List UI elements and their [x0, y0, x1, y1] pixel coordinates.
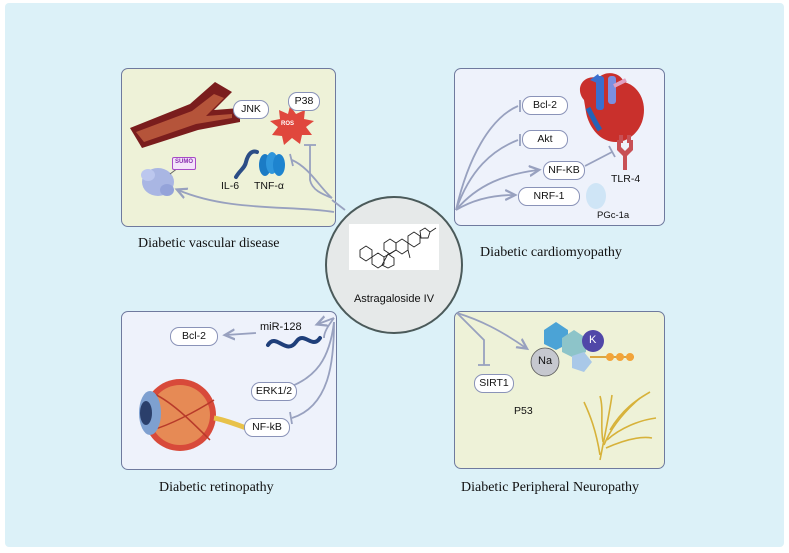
akt-pill: Akt — [522, 130, 568, 149]
potassium-ion-icon — [582, 330, 604, 352]
ros-label: ROS — [281, 121, 295, 127]
pgc1a-blob-icon — [586, 183, 606, 209]
protein-blob-icon — [141, 168, 174, 196]
sodium-ion-icon — [530, 347, 560, 377]
neuro-arrows — [456, 312, 526, 366]
ros-burst-icon — [270, 106, 314, 145]
sumo-tag — [172, 157, 196, 170]
p38-pill: P38 — [288, 92, 320, 111]
heart-icon — [579, 73, 644, 142]
vascular-arrow-sumo — [178, 190, 335, 213]
p53-label: P53 — [514, 405, 533, 417]
chemical-structure-icon — [359, 227, 437, 269]
inhibit-tnf-line — [291, 159, 333, 199]
k-label: K — [589, 334, 597, 346]
cardio-caption: Diabetic cardiomyopathy — [480, 245, 622, 260]
tlr4-label: TLR-4 — [611, 173, 641, 185]
blood-vessel-icon — [130, 82, 240, 148]
nrf1-pill: NRF-1 — [518, 187, 580, 206]
center-label: Astragaloside IV — [353, 293, 435, 305]
tnf-alpha-icon — [259, 152, 285, 176]
na-label: Na — [538, 355, 553, 367]
retina-arrows — [226, 318, 335, 425]
neuro-caption: Diabetic Peripheral Neuropathy — [461, 480, 640, 495]
inhibit-ros-line — [309, 145, 333, 199]
il6-label: IL-6 — [221, 180, 240, 192]
inhibit-tnf-bar — [289, 153, 294, 167]
retina-bcl2-pill: Bcl-2 — [170, 327, 218, 346]
erk-pill: ERK1/2 — [251, 382, 297, 401]
jnk-pill: JNK — [233, 100, 269, 119]
pgc-label: PGc-1a — [597, 210, 630, 221]
cardio-branch-arrows — [455, 100, 616, 211]
retina-caption: Diabetic retinopathy — [159, 480, 274, 495]
nerve-fiber-icon — [583, 391, 657, 461]
sumo-label: SUMO — [175, 159, 193, 165]
mir128-label: miR-128 — [260, 321, 302, 333]
eye-icon — [139, 379, 253, 451]
vascular-stem — [331, 199, 346, 211]
cardio-nfkb-pill: NF-KB — [543, 161, 585, 180]
il6-molecule-icon — [234, 149, 259, 179]
tnf-label: TNF-α — [254, 180, 284, 192]
mirna-strand-icon — [266, 336, 322, 349]
vascular-caption: Diabetic vascular disease — [138, 236, 280, 251]
cardio-bcl2-pill: Bcl-2 — [522, 96, 568, 115]
ion-channel-icon — [544, 322, 634, 372]
sirt1-pill: SIRT1 — [474, 374, 514, 393]
retina-nfkb-pill: NF-kB — [244, 418, 290, 437]
tlr4-receptor-icon — [617, 135, 633, 170]
